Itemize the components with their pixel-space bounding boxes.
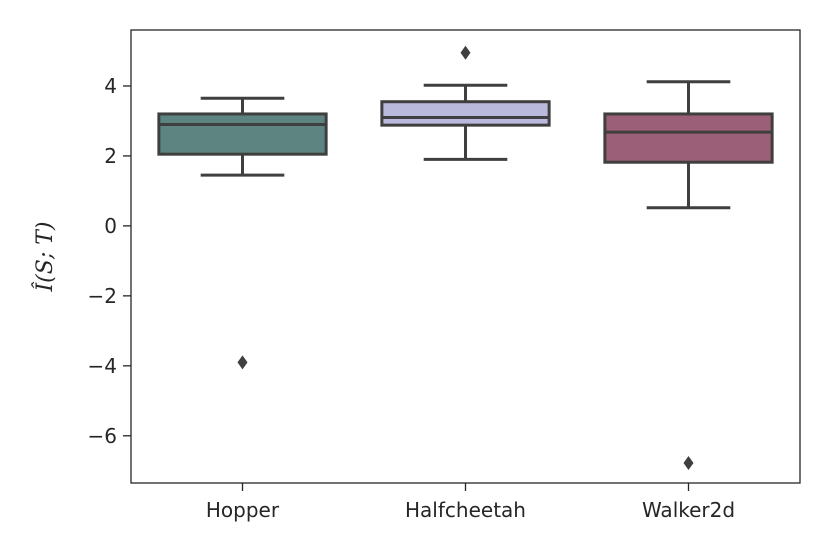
y-tick-label: 2 — [104, 144, 117, 168]
y-tick-label: 4 — [104, 74, 117, 98]
box-group-hopper — [157, 96, 328, 370]
y-axis: −6 −4 −2 0 2 4 — [88, 74, 131, 448]
y-tick-label: −2 — [88, 284, 117, 308]
outlier-marker — [237, 355, 248, 370]
box-iqr — [603, 112, 774, 164]
y-axis-label: Î(S; T) — [31, 221, 58, 292]
outlier-marker — [683, 456, 694, 471]
box-iqr — [157, 112, 328, 156]
box-group-walker2d — [603, 80, 774, 471]
box-iqr — [380, 100, 551, 127]
x-tick-label: Halfcheetah — [405, 498, 526, 522]
box-group-halfcheetah — [380, 45, 551, 161]
outlier-marker — [460, 45, 471, 60]
y-tick-label: 0 — [104, 214, 117, 238]
y-tick-label: −6 — [88, 424, 117, 448]
chart-marks — [157, 45, 774, 471]
y-tick-label: −4 — [88, 354, 117, 378]
x-axis: Hopper Halfcheetah Walker2d — [206, 483, 735, 522]
x-tick-label: Hopper — [206, 498, 280, 522]
x-tick-label: Walker2d — [642, 498, 735, 522]
